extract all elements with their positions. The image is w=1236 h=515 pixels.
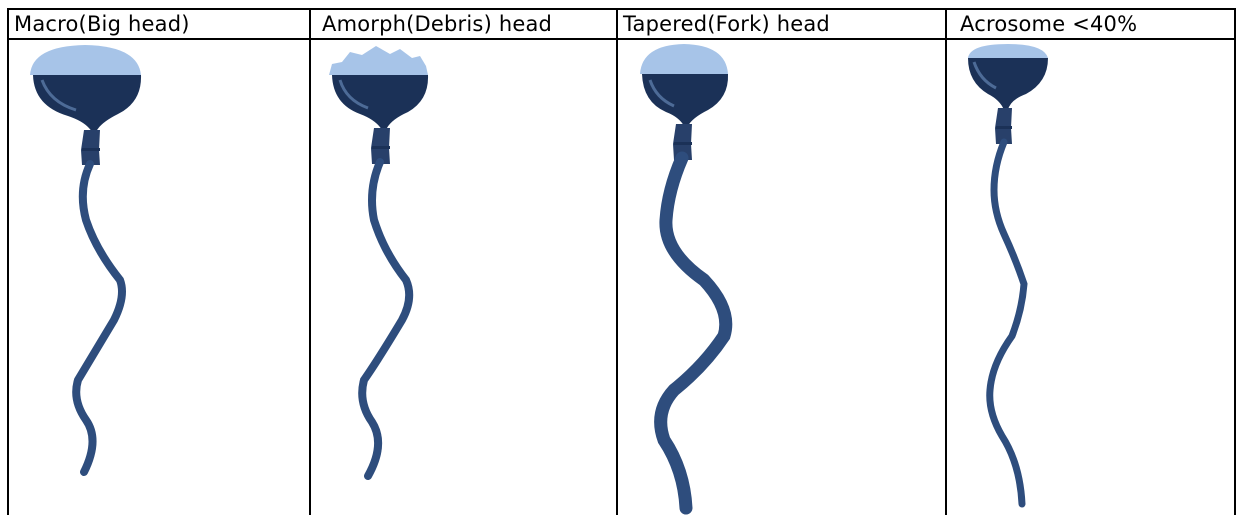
midpiece xyxy=(81,130,100,165)
acrosome-debris xyxy=(329,46,428,75)
column-header-tapered: Tapered(Fork) head xyxy=(623,10,830,38)
sperm-figure-tapered-head xyxy=(624,40,764,515)
column-divider-2 xyxy=(616,8,618,515)
sperm-figure-small-acrosome xyxy=(960,40,1100,515)
tail xyxy=(661,158,726,508)
nucleus xyxy=(968,58,1048,110)
nucleus xyxy=(33,75,141,132)
sperm-figure-debris-head xyxy=(316,40,456,480)
column-header-macro: Macro(Big head) xyxy=(14,10,190,38)
acrosome-cap xyxy=(640,44,728,74)
tail xyxy=(990,142,1024,504)
sperm-figure-big-head xyxy=(20,40,160,480)
acrosome-cap xyxy=(30,45,141,75)
column-header-amorph: Amorph(Debris) head xyxy=(322,10,552,38)
column-divider-1 xyxy=(309,8,311,515)
column-header-acrosome: Acrosome <40% xyxy=(960,10,1137,38)
nucleus xyxy=(642,74,728,126)
nucleus xyxy=(332,75,428,130)
acrosome-cap-small xyxy=(968,44,1048,58)
tail xyxy=(76,164,122,472)
column-divider-3 xyxy=(945,8,947,515)
table-left-border xyxy=(7,8,9,515)
tail xyxy=(362,162,409,476)
